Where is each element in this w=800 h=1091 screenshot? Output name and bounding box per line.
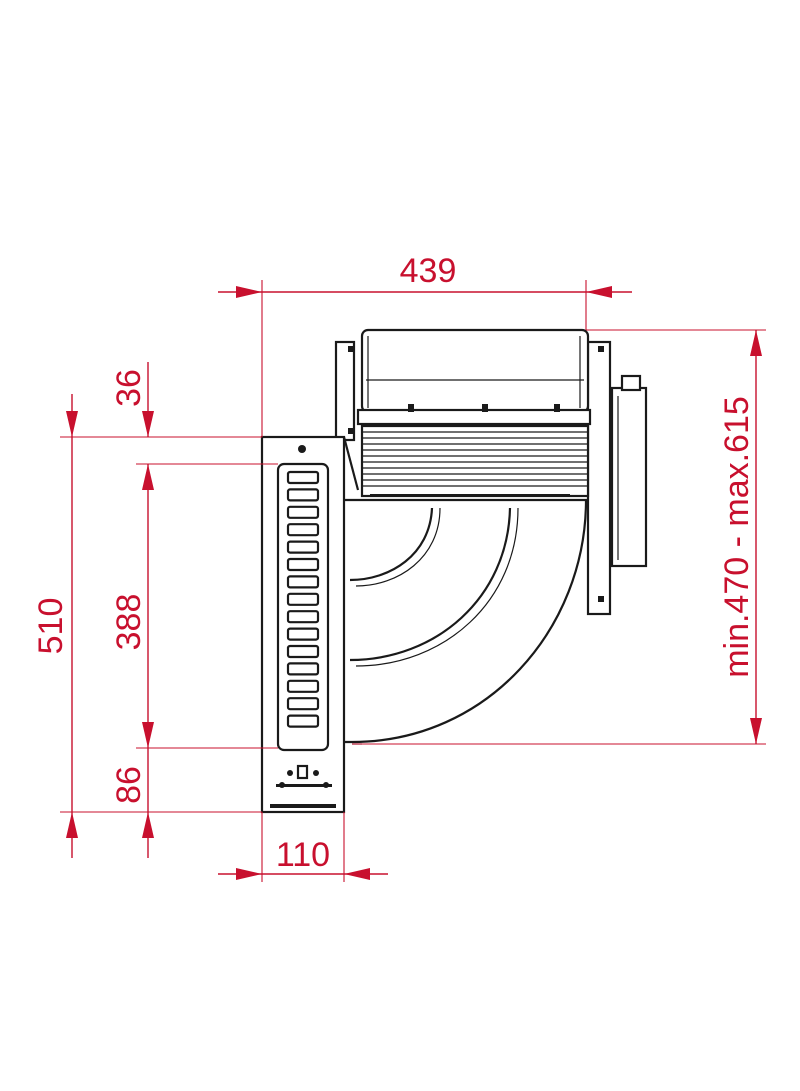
motor-housing: [334, 328, 612, 616]
dimension-column-width-label: 110: [276, 836, 330, 874]
grille-slot: [286, 697, 320, 711]
dimension-grille-height: 388: [110, 464, 154, 748]
control-display-icon: [296, 764, 309, 780]
grille-slot: [286, 505, 320, 519]
control-button-icon[interactable]: [287, 770, 293, 776]
dimension-total-height-label: 510: [32, 598, 70, 655]
base-plate: [270, 804, 336, 808]
grille-slot: [286, 540, 320, 554]
grille-slot: [286, 714, 320, 728]
curved-body: [340, 498, 588, 745]
grille-slot: [286, 470, 320, 485]
dimension-grille-height-label: 388: [110, 594, 148, 651]
grille-slot: [286, 644, 320, 659]
dimension-bottom-height-label: 86: [110, 766, 148, 804]
grille-slot: [286, 523, 320, 537]
grille-slot: [286, 627, 320, 641]
grille-slot: [286, 679, 320, 693]
dimension-column-width: 110: [218, 812, 388, 882]
dimension-top-width-label: 439: [400, 252, 457, 290]
control-button-icon[interactable]: [279, 782, 285, 788]
grille-slot: [286, 488, 320, 502]
dimension-duct-range: min.470 - max.615: [352, 329, 766, 745]
grille-slot: [286, 610, 320, 624]
filter-louvres: [360, 424, 590, 498]
grille-slot: [286, 575, 320, 589]
control-panel: [270, 764, 336, 808]
grille-slot: [286, 592, 320, 606]
control-button-icon[interactable]: [313, 770, 319, 776]
dimension-bottom-height: 86: [110, 748, 154, 858]
dimension-annotations: 439 110 510 36: [32, 252, 766, 882]
dimension-duct-range-label: min.470 - max.615: [718, 396, 756, 678]
dimension-upper-offset: 36: [110, 362, 154, 437]
control-button-icon[interactable]: [323, 782, 329, 788]
appliance-drawing: [260, 328, 648, 814]
dimension-top-width: 439: [218, 252, 632, 437]
dimension-total-height: 510: [32, 394, 78, 858]
side-duct-box: [610, 374, 648, 568]
grille-slot: [286, 557, 320, 572]
grille-slot: [286, 662, 320, 676]
grille-slots: [286, 470, 320, 728]
control-strip: [276, 784, 332, 787]
dimension-upper-offset-label: 36: [110, 369, 148, 407]
